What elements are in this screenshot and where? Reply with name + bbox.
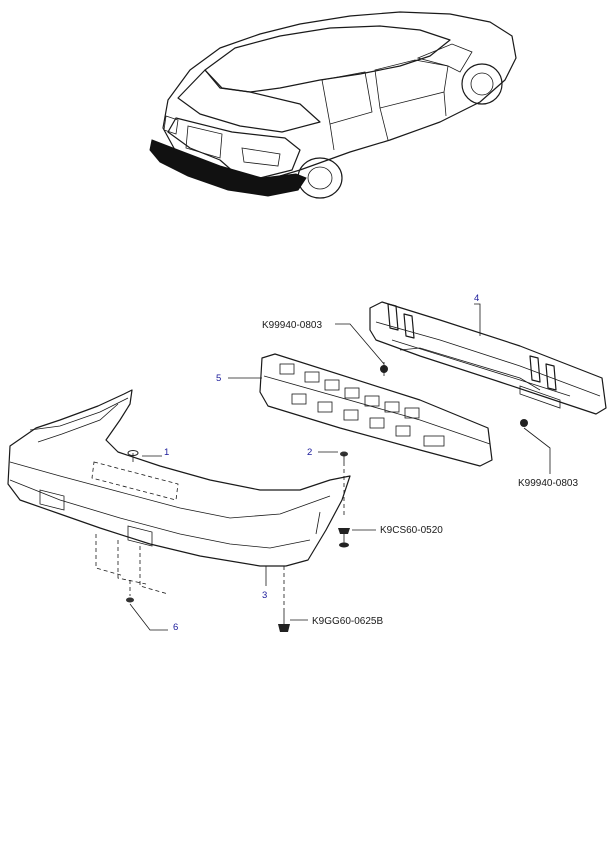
clip-6-icon: [126, 597, 134, 603]
screw-icon: [338, 528, 350, 548]
nut-bottom-icon: [520, 419, 528, 427]
nut-top-icon: [380, 362, 388, 376]
part-number-bolt: K9GG60-0625B: [312, 616, 383, 627]
callout-4-label: 4: [474, 293, 479, 304]
bumper-reinforcement-beam: [369, 301, 607, 415]
leader-lines: [129, 303, 551, 631]
clip-1-icon: [127, 450, 139, 462]
callout-1-label: 1: [164, 447, 169, 458]
leader-dashes: [95, 462, 345, 612]
rear-bumper-highlight: [149, 139, 307, 197]
part-number-screw: K9CS60-0520: [380, 525, 443, 536]
part-number-nut-top: K99940-0803: [262, 320, 322, 331]
bolt-icon: [278, 612, 290, 632]
callout-5-label: 5: [216, 373, 221, 384]
part-number-nut-bottom: K99940-0803: [518, 478, 578, 489]
clip-2-icon: [340, 451, 348, 462]
car-overview-illustration: [149, 11, 517, 199]
energy-absorber: [259, 353, 493, 467]
callout-2-label: 2: [307, 447, 312, 458]
rear-bumper-cover: [7, 389, 351, 567]
callout-3-label: 3: [262, 590, 267, 601]
callout-6-label: 6: [173, 622, 178, 633]
